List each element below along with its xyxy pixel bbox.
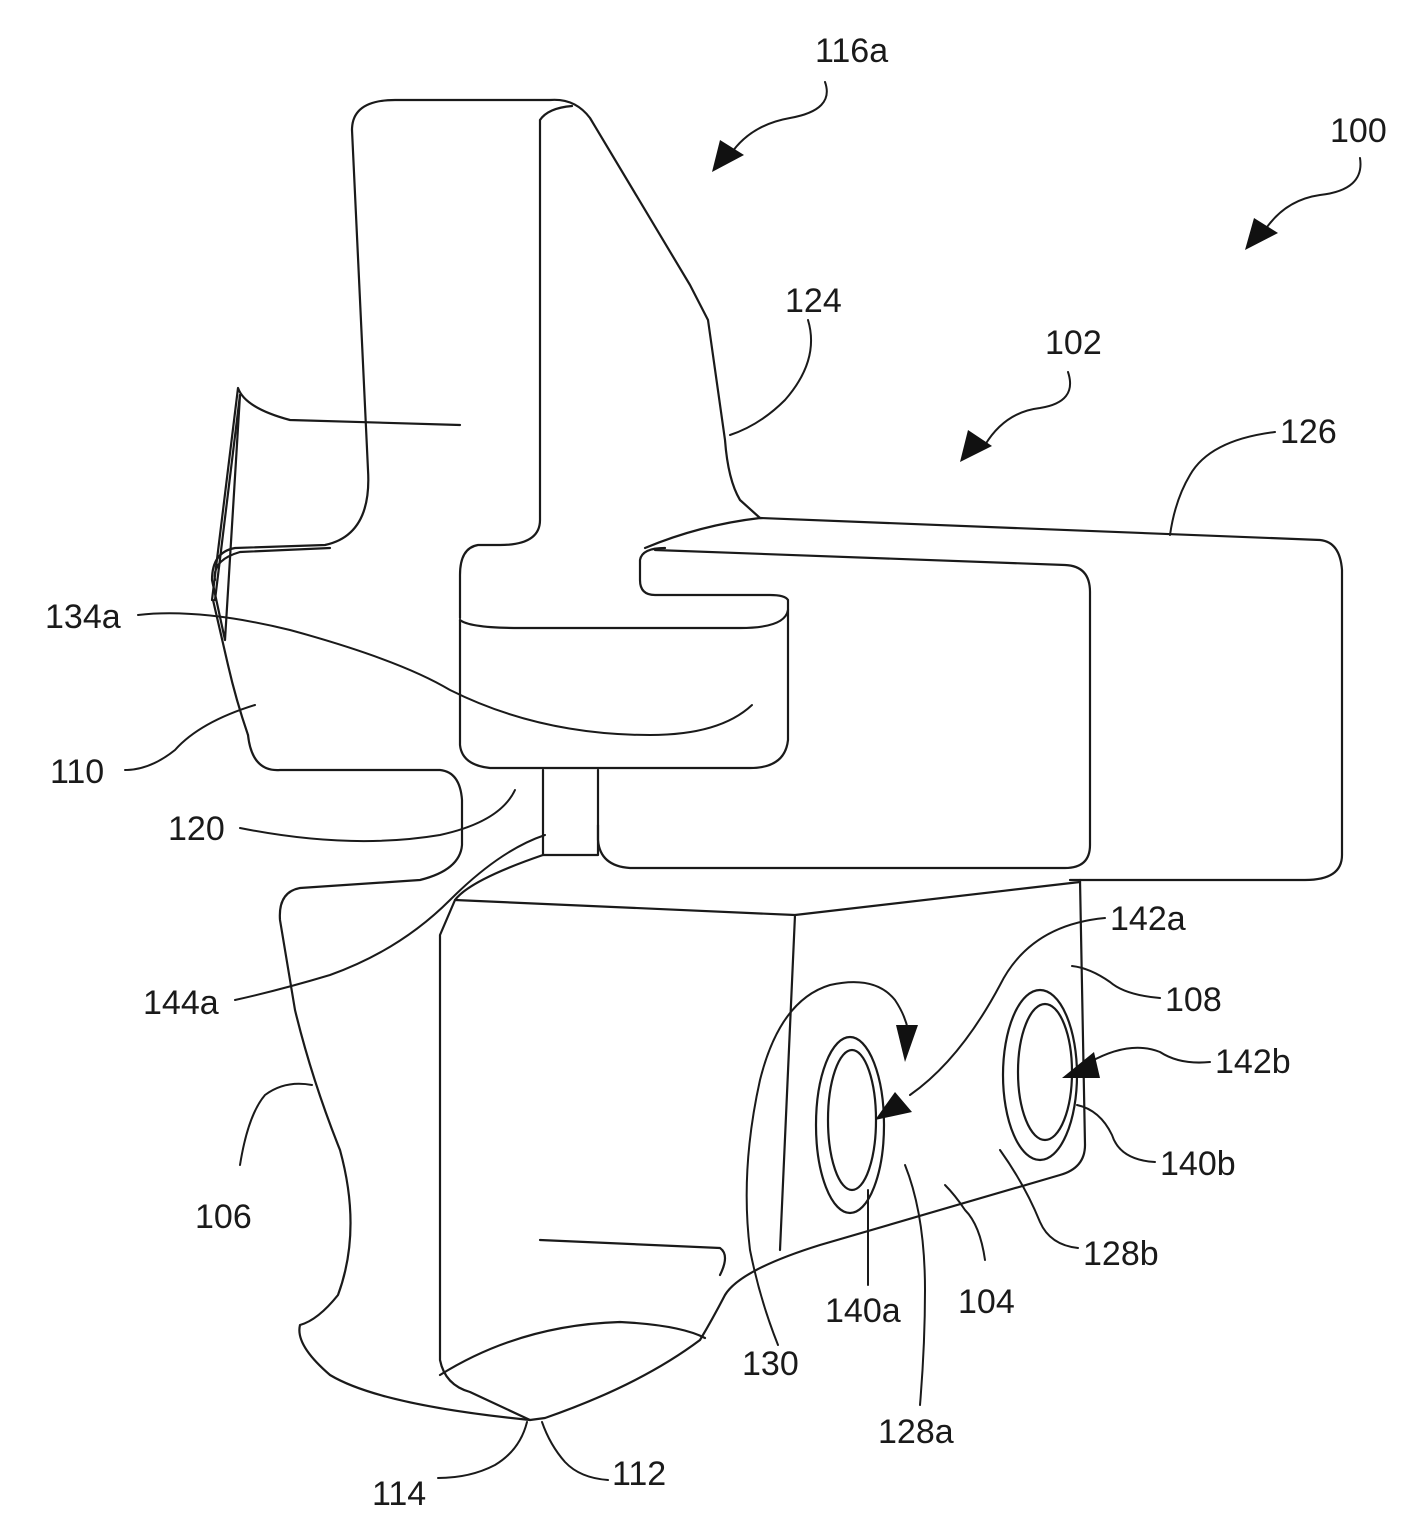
leader-128b <box>1000 1150 1078 1248</box>
label-144a: 144a <box>143 984 219 1022</box>
label-142b: 142b <box>1215 1043 1291 1081</box>
label-126: 126 <box>1280 413 1337 451</box>
leader-102 <box>985 372 1070 445</box>
arm-top <box>645 518 1342 880</box>
leader-140b <box>1077 1105 1155 1162</box>
leader-114 <box>438 1422 527 1478</box>
label-114: 114 <box>372 1475 426 1513</box>
stem <box>543 770 598 855</box>
leader-124 <box>730 320 811 435</box>
label-134a: 134a <box>45 598 121 636</box>
arrow-102 <box>960 430 992 462</box>
arm-inner-rect <box>598 550 1090 868</box>
arrow-142a <box>875 1092 912 1120</box>
leader-120 <box>240 790 515 841</box>
leader-108 <box>1072 966 1160 998</box>
leader-128a <box>905 1165 925 1405</box>
post-inner-edge <box>460 106 572 618</box>
leader-100 <box>1265 158 1361 230</box>
leader-142b <box>1090 1048 1210 1063</box>
label-128b: 128b <box>1083 1235 1159 1273</box>
leader-144a <box>235 835 545 1000</box>
leader-106 <box>240 1084 312 1165</box>
label-128a: 128a <box>878 1413 954 1451</box>
label-110: 110 <box>50 753 104 791</box>
label-112: 112 <box>612 1455 666 1493</box>
label-106: 106 <box>195 1198 252 1236</box>
label-124: 124 <box>785 282 842 320</box>
label-102: 102 <box>1045 324 1102 362</box>
left-shoe <box>212 388 460 600</box>
leader-126 <box>1170 432 1275 535</box>
label-104: 104 <box>958 1283 1015 1321</box>
main-body-outline <box>248 735 530 1420</box>
recess-140b-inner <box>1018 1004 1072 1140</box>
post-front-edge <box>212 130 368 640</box>
recess-140a-inner <box>828 1050 876 1190</box>
body-front-ridge <box>440 1240 725 1375</box>
label-142a: 142a <box>1110 900 1186 938</box>
label-116a: 116a <box>815 32 888 70</box>
leader-110 <box>125 705 255 770</box>
arrow-142b <box>1062 1052 1100 1078</box>
leader-104 <box>945 1185 985 1260</box>
main-body-front <box>440 855 1085 1420</box>
upright-post <box>352 100 760 518</box>
label-100: 100 <box>1330 112 1387 150</box>
arrow-130 <box>896 1025 918 1062</box>
label-130: 130 <box>742 1345 799 1383</box>
arrow-100 <box>1245 218 1278 250</box>
label-120: 120 <box>168 810 225 848</box>
label-140a: 140a <box>825 1292 901 1330</box>
leader-112 <box>542 1422 608 1480</box>
recess-140a-outer <box>816 1037 884 1213</box>
label-108: 108 <box>1165 981 1222 1019</box>
collar-top <box>460 610 788 628</box>
label-140b: 140b <box>1160 1145 1236 1183</box>
leader-130 <box>747 982 908 1345</box>
body-top-face <box>455 882 1080 1250</box>
leader-116a <box>730 82 827 155</box>
